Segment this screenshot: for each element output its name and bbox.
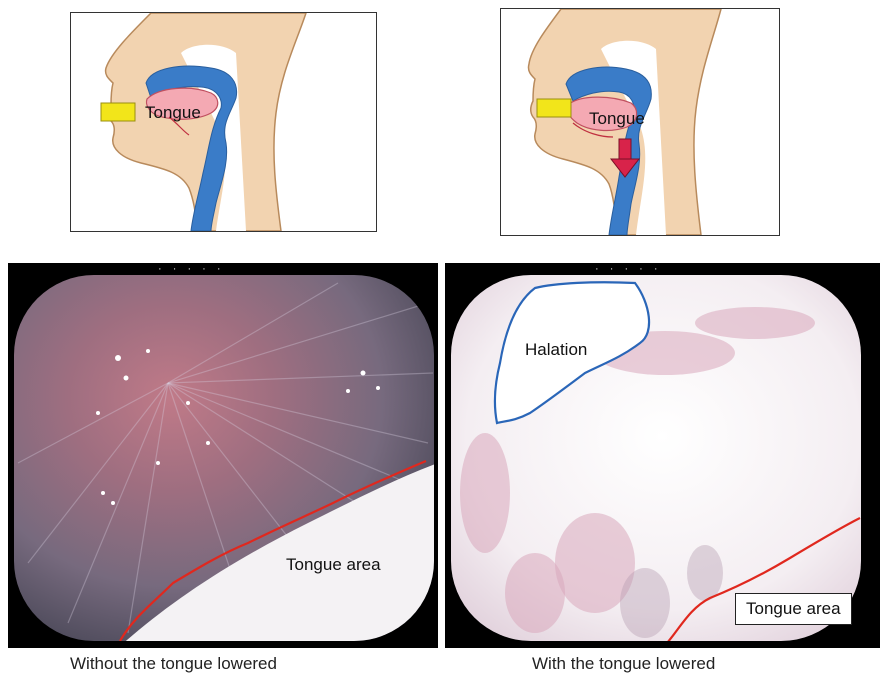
photo-left-svg <box>8 263 438 648</box>
endoscope-device-left <box>101 103 135 121</box>
monitor-header-text-left: · · · · · <box>158 263 225 275</box>
endoscope-photo-left: · · · · · <box>8 263 438 648</box>
monitor-header-text-right: · · · · · <box>595 263 662 275</box>
caption-with-lowered: With the tongue lowered <box>532 654 715 674</box>
halation-label: Halation <box>525 340 587 360</box>
endoscope-photo-right: · · · · · <box>445 263 880 648</box>
endoscope-device-right <box>537 99 571 117</box>
tongue-label-left: Tongue <box>145 103 201 123</box>
photo-right-svg <box>445 263 880 648</box>
caption-without-lowered: Without the tongue lowered <box>70 654 277 674</box>
head-crosssection-left <box>71 13 376 231</box>
tongue-area-label-right: Tongue area <box>735 593 852 625</box>
tongue-area-label-left: Tongue area <box>286 555 381 575</box>
illustration-tongue-not-lowered: Tongue <box>70 12 377 232</box>
tongue-label-right: Tongue <box>589 109 645 129</box>
illustration-tongue-lowered: Tongue <box>500 8 780 236</box>
